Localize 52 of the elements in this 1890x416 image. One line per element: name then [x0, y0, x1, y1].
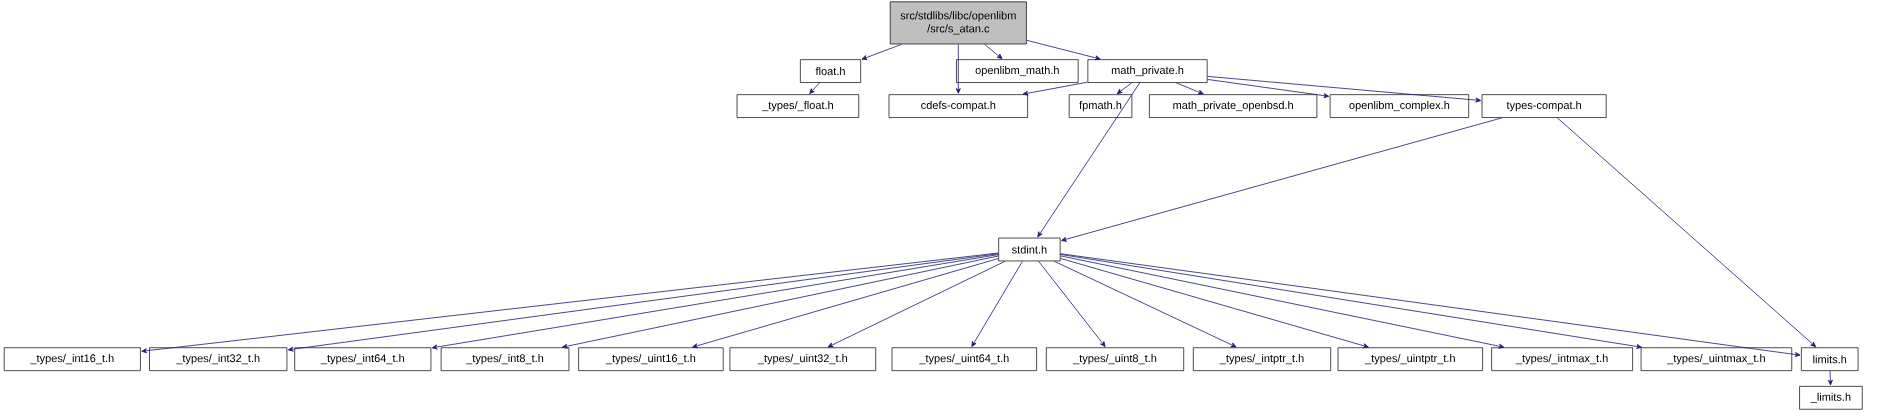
arrow [1038, 260, 1106, 347]
arrow [1116, 82, 1133, 95]
file-box: limits.h [1801, 347, 1859, 371]
arrow [1060, 258, 1369, 349]
file-box: cdefs-compat.h [888, 94, 1028, 118]
arrow [431, 254, 999, 350]
arrow [984, 43, 1003, 60]
arrow [809, 82, 820, 94]
arrow [1026, 39, 1101, 61]
file-box: _types/_int32_t.h [149, 347, 288, 371]
arrow [692, 258, 999, 349]
file-box: _types/_uint16_t.h [578, 347, 724, 371]
arrow [141, 252, 999, 354]
arrow [955, 43, 961, 94]
file-box: openlibm_complex.h [1329, 94, 1470, 118]
file-box: openlibm_math.h [956, 59, 1079, 83]
arrow [287, 253, 999, 352]
arrow [971, 260, 1023, 347]
arrow [1061, 117, 1503, 242]
arrow [1060, 254, 1642, 349]
arrow [561, 255, 999, 349]
arrow [1207, 76, 1482, 103]
arrow [1060, 253, 1801, 357]
file-box: math_private_openbsd.h [1149, 94, 1318, 118]
file-box: _limits.h [1799, 386, 1863, 410]
file-box: _types/_float.h [736, 94, 860, 118]
arrow [1037, 82, 1141, 238]
arrow [827, 260, 1006, 348]
arrow [861, 43, 902, 60]
arrow [1827, 370, 1833, 386]
arrow [1060, 255, 1505, 349]
arrow [1207, 79, 1330, 99]
file-box: _types/_uint8_t.h [1045, 347, 1185, 371]
file-box: _types/_intmax_t.h [1491, 347, 1633, 371]
file-box: _types/_uintmax_t.h [1640, 347, 1793, 371]
file-box: _types/_uint64_t.h [891, 347, 1037, 371]
file-box: _types/_uintptr_t.h [1337, 347, 1483, 371]
file-box: types-compat.h [1481, 94, 1607, 118]
file-box: _types/_int16_t.h [3, 347, 141, 371]
file-box: fpmath.h [1068, 94, 1133, 118]
file-box: _types/_intptr_t.h [1192, 347, 1332, 371]
file-box: stdint.h [998, 237, 1061, 262]
file-box: _types/_int8_t.h [440, 347, 570, 371]
file-box: math_private.h [1087, 59, 1208, 83]
file-box: _types/_uint32_t.h [729, 347, 877, 371]
file-box: _types/_int64_t.h [294, 347, 432, 371]
file-box: src/stdlibs/libc/openlibm /src/s_atan.c [889, 1, 1027, 45]
arrow [1022, 81, 1088, 96]
arrow [1175, 82, 1204, 95]
arrow [1054, 260, 1237, 348]
file-box: float.h [800, 59, 861, 83]
arrow [1557, 117, 1817, 348]
